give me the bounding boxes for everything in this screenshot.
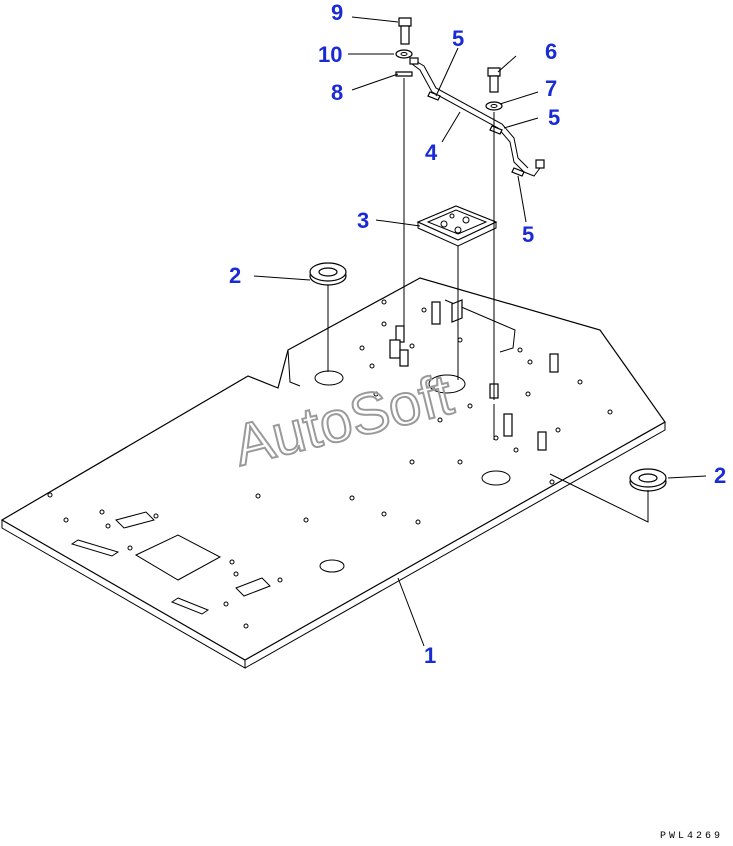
- callout-2-left: 2: [229, 263, 241, 288]
- floor-plate: [0, 277, 666, 669]
- callout-4: 4: [425, 140, 438, 165]
- cover-plate: [416, 205, 498, 380]
- callout-10: 10: [318, 42, 342, 67]
- callout-5-top: 5: [452, 26, 464, 51]
- drawing-code: PWL4269: [660, 831, 723, 841]
- wire-harness: [409, 57, 545, 177]
- callout-3: 3: [357, 208, 369, 233]
- grommet-left: [309, 262, 347, 372]
- callout-1: 1: [424, 643, 436, 668]
- bolt-9: [398, 17, 412, 45]
- grommet-right: [549, 468, 667, 523]
- leader-lines: [253, 16, 707, 647]
- callout-2-right: 2: [714, 463, 726, 488]
- callout-7: 7: [545, 76, 557, 101]
- washer-7: [485, 101, 503, 400]
- callout-labels: 1 2 2 3 4 5 5 5 6 7 8 9 10: [229, 0, 726, 668]
- bolt-6: [487, 67, 501, 93]
- callout-8: 8: [331, 80, 343, 105]
- callout-9: 9: [331, 0, 343, 25]
- clip-8: [395, 71, 413, 326]
- callout-5-bottom: 5: [522, 222, 534, 247]
- washer-10: [395, 49, 413, 59]
- callout-6: 6: [545, 39, 557, 64]
- callout-5-mid: 5: [548, 105, 560, 130]
